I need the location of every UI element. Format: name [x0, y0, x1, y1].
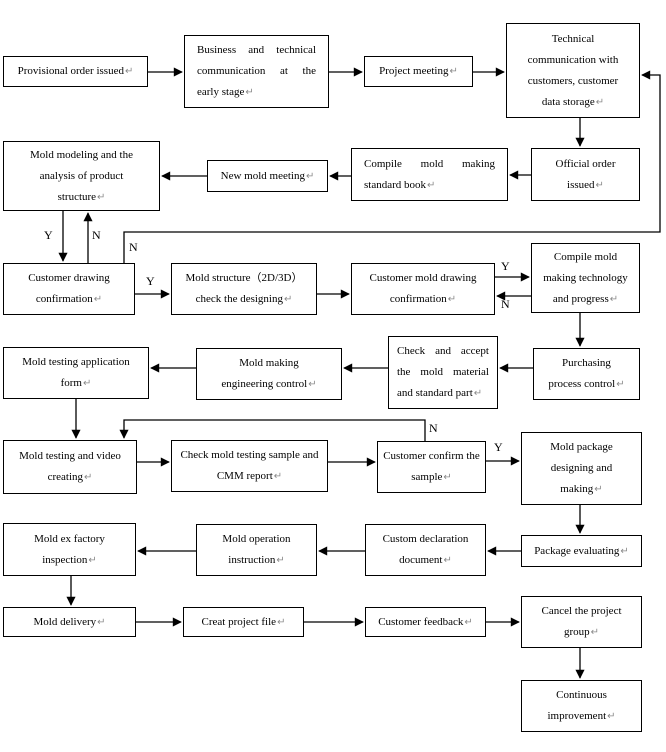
flow-box-mold-modeling-analysis: Mold modeling and the analysis of produc… [3, 141, 160, 211]
return-mark-icon: ↵ [97, 191, 106, 203]
return-mark-icon: ↵ [427, 179, 436, 191]
return-mark-icon: ↵ [276, 555, 285, 566]
return-mark-icon: ↵ [620, 545, 629, 557]
return-mark-icon: ↵ [124, 66, 134, 77]
flow-box-technical-communication-customers: Technical communication with customers, … [506, 23, 640, 118]
return-mark-icon: ↵ [283, 294, 293, 305]
flow-box-compile-technology-progress: Compile mold making technology and progr… [531, 243, 640, 313]
flow-box-cancel-project-group: Cancel the project group↵ [521, 596, 642, 648]
decision-label-n-confirm-to-testing: N [429, 421, 438, 435]
decision-label-n-drawing-to-communication: N [129, 240, 138, 254]
flow-box-project-meeting: Project meeting↵ [364, 56, 473, 87]
return-mark-icon: ↵ [277, 616, 286, 628]
flow-box-customer-mold-drawing-confirmation: Customer mold drawing confirmation↵ [351, 263, 495, 315]
flow-box-official-order-issued: Official order issued↵ [531, 148, 640, 201]
return-mark-icon: ↵ [83, 378, 92, 389]
flow-box-continuous-improvement: Continuous improvement↵ [521, 680, 642, 732]
decision-label-n-compile-to-molddrawing: N [501, 297, 510, 311]
flow-box-package-evaluating: Package evaluating↵ [521, 535, 642, 567]
return-mark-icon: ↵ [308, 379, 317, 390]
flow-box-purchasing-process-control: Purchasing process control↵ [533, 348, 640, 400]
return-mark-icon: ↵ [447, 294, 457, 305]
decision-label-y-modeling-to-drawing: Y [44, 228, 53, 242]
flow-box-mold-structure-check-designing: Mold structure（2D/3D）check the designing… [171, 263, 317, 315]
flow-box-provisional-order-issued: Provisional order issued↵ [3, 56, 148, 87]
return-mark-icon: ↵ [594, 484, 603, 495]
return-mark-icon: ↵ [473, 388, 483, 399]
return-mark-icon: ↵ [273, 471, 283, 482]
return-mark-icon: ↵ [97, 616, 106, 628]
decision-label-n-drawing-to-modeling: N [92, 228, 101, 242]
flow-box-creat-project-file: Creat project file↵ [183, 607, 304, 637]
return-mark-icon: ↵ [607, 711, 616, 722]
arrow-drawingconfirmation-to-techcomm-n [123, 70, 661, 263]
return-mark-icon: ↵ [449, 66, 458, 77]
flow-box-customer-drawing-confirmation: Customer drawing confirmation↵ [3, 263, 135, 315]
return-mark-icon: ↵ [616, 379, 625, 390]
flow-box-customer-confirm-sample: Customer confirm the sample↵ [377, 441, 486, 493]
flow-box-new-mold-meeting: New mold meeting↵ [207, 160, 328, 192]
arrow-confirmsample-to-testingvideo-n [119, 419, 426, 441]
return-mark-icon: ↵ [245, 87, 254, 98]
decision-label-y-molddrawing-to-compile: Y [501, 259, 510, 273]
flow-box-mold-testing-application-form: Mold testing application form↵ [3, 347, 149, 399]
decision-label-y-confirm-to-package: Y [494, 440, 503, 454]
return-mark-icon: ↵ [595, 179, 604, 191]
flow-box-custom-declaration-document: Custom declaration document↵ [365, 524, 486, 576]
return-mark-icon: ↵ [609, 293, 619, 305]
return-mark-icon: ↵ [93, 294, 103, 305]
decision-label-y-drawing-to-structure: Y [146, 274, 155, 288]
flow-box-mold-testing-video-creating: Mold testing and video creating↵ [3, 440, 137, 494]
flow-box-check-mold-testing-sample: Check mold testing sample and CMM report… [171, 440, 328, 492]
flow-box-mold-delivery: Mold delivery↵ [3, 607, 136, 637]
flow-box-compile-mold-making-standard-book: Compile mold making standard book↵ [351, 148, 508, 201]
flow-box-mold-ex-factory-inspection: Mold ex factory inspection↵ [3, 523, 136, 576]
flow-box-mold-package-designing-making: Mold package designing and making↵ [521, 432, 642, 505]
flow-box-mold-making-engineering-control: Mold making engineering control↵ [196, 348, 342, 400]
return-mark-icon: ↵ [88, 554, 97, 566]
flow-box-customer-feedback: Customer feedback↵ [365, 607, 486, 637]
return-mark-icon: ↵ [84, 472, 93, 483]
flow-box-mold-operation-instruction: Mold operation instruction↵ [196, 524, 317, 576]
return-mark-icon: ↵ [443, 472, 452, 483]
return-mark-icon: ↵ [305, 170, 315, 182]
flow-box-check-accept-mold-material: Check and accept the mold material and s… [388, 336, 498, 409]
return-mark-icon: ↵ [595, 96, 605, 108]
return-mark-icon: ↵ [590, 627, 600, 638]
return-mark-icon: ↵ [443, 555, 452, 566]
return-mark-icon: ↵ [464, 616, 473, 628]
flow-box-business-technical-communication: Business and technical communication at … [184, 35, 329, 108]
